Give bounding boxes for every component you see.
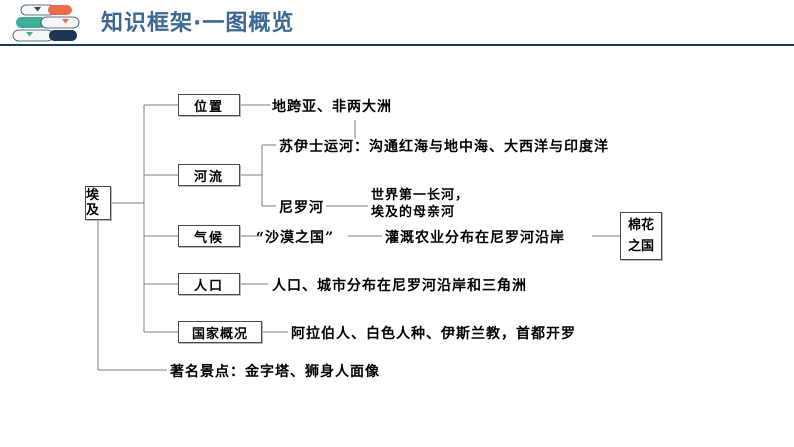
header-divider bbox=[0, 44, 794, 46]
node-location[interactable]: 位置 bbox=[178, 94, 240, 116]
node-population-label: 人口 bbox=[193, 278, 224, 294]
node-climate-label: 气候 bbox=[193, 230, 224, 246]
node-root-egypt[interactable]: 埃及 bbox=[85, 186, 111, 220]
node-cotton-country-line2: 之国 bbox=[627, 239, 654, 254]
detail-country-overview: 阿拉伯人、白色人种、伊斯兰教，首都开罗 bbox=[291, 326, 576, 342]
node-cotton-country-line1: 棉花 bbox=[627, 218, 654, 233]
detail-irrigated-agriculture: 灌溉农业分布在尼罗河沿岸 bbox=[385, 230, 565, 246]
node-location-label: 位置 bbox=[193, 99, 224, 115]
node-cotton-country[interactable]: 棉花 之国 bbox=[620, 212, 662, 260]
stacked-books-icon bbox=[8, 3, 86, 43]
node-population[interactable]: 人口 bbox=[178, 273, 240, 295]
node-root-egypt-label: 埃及 bbox=[86, 188, 100, 218]
node-country-overview-label: 国家概况 bbox=[191, 326, 248, 342]
knowledge-framework-diagram: 埃及 位置 河流 气候 人口 国家概况 棉花 之国 地跨亚、非两大洲 苏伊士运河… bbox=[0, 47, 794, 447]
detail-nile-river: 尼罗河 bbox=[279, 200, 324, 216]
page-title: 知识框架·一图概览 bbox=[101, 11, 295, 36]
page-header: 知识框架·一图概览 bbox=[0, 0, 794, 47]
detail-location: 地跨亚、非两大洲 bbox=[272, 99, 392, 115]
detail-nile-note-line1: 世界第一长河， bbox=[371, 188, 470, 203]
detail-population: 人口、城市分布在尼罗河沿岸和三角洲 bbox=[272, 278, 527, 294]
node-rivers[interactable]: 河流 bbox=[178, 164, 240, 186]
detail-suez-canal: 苏伊士运河：沟通红海与地中海、大西洋与印度洋 bbox=[279, 139, 609, 155]
diagram-connectors bbox=[97, 104, 620, 371]
node-country-overview[interactable]: 国家概况 bbox=[178, 321, 262, 343]
detail-desert-country: “沙漠之国” bbox=[256, 230, 335, 246]
detail-nile-note-line2: 埃及的母亲河 bbox=[371, 205, 456, 220]
node-rivers-label: 河流 bbox=[193, 169, 224, 185]
detail-landmarks: 著名景点：金字塔、狮身人面像 bbox=[170, 364, 380, 380]
detail-nile-river-note: 世界第一长河， 埃及的母亲河 bbox=[371, 187, 491, 221]
node-climate[interactable]: 气候 bbox=[178, 225, 240, 247]
